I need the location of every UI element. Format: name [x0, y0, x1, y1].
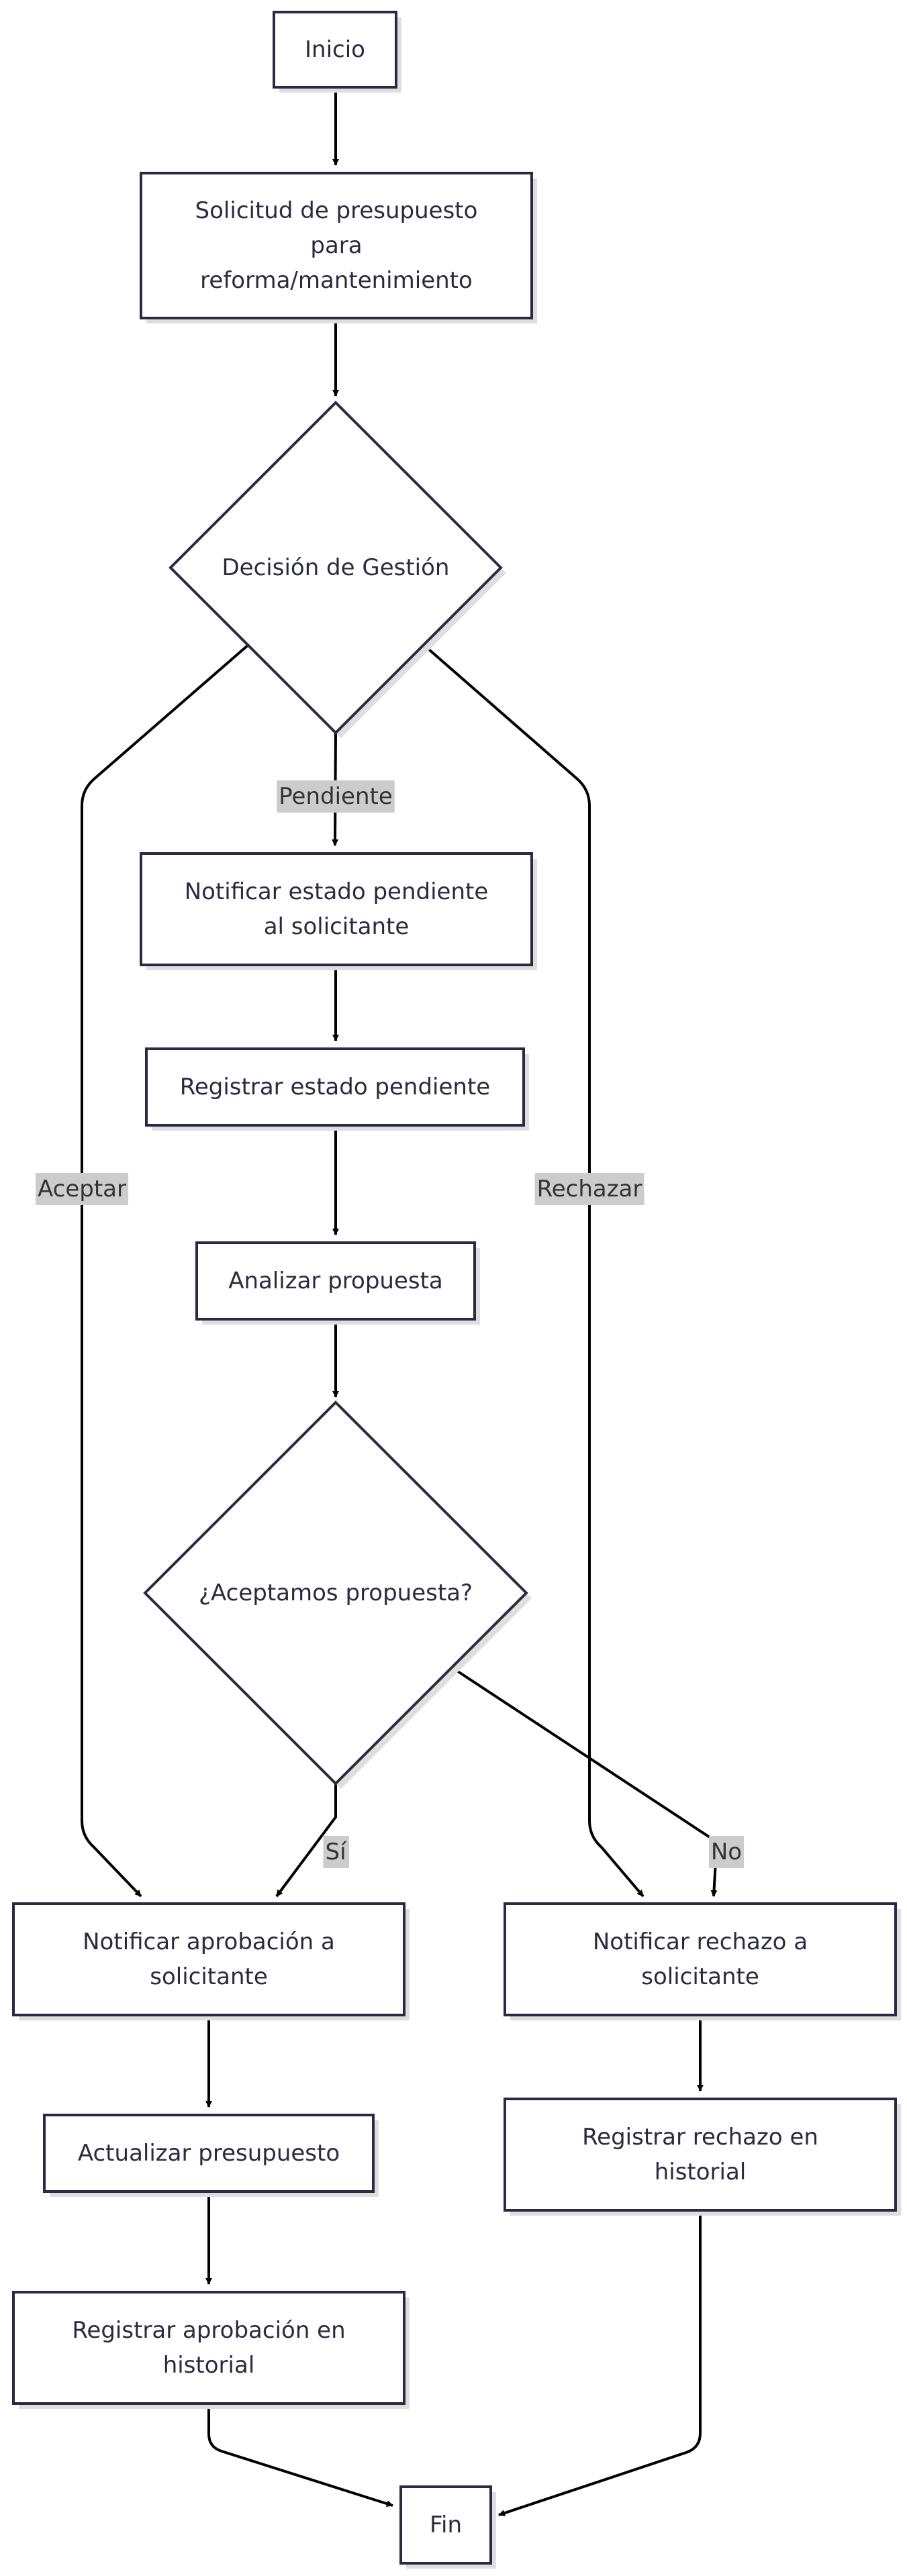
- node-notificar-aprobacion: Notificar aprobación a solicitante: [12, 1902, 410, 2020]
- edge-label-aceptar: Aceptar: [36, 1173, 129, 1205]
- edge-label-background: [277, 780, 395, 813]
- node-decision: Decisión de Gestión: [169, 401, 506, 738]
- node-label-line: reforma/mantenimiento: [200, 267, 473, 294]
- node-label-line: Registrar rechazo en: [582, 2124, 818, 2151]
- node-label-line: ¿Aceptamos propuesta?: [199, 1580, 473, 1606]
- process-box: [504, 2098, 897, 2212]
- node-label-line: Notificar estado pendiente: [185, 878, 489, 905]
- edge-label-si: Sí: [323, 1836, 350, 1868]
- node-label-line: Registrar estado pendiente: [180, 1074, 490, 1100]
- edge-label-text: No: [711, 1839, 742, 1865]
- edge-label-background: [36, 1173, 129, 1205]
- node-label-line: solicitante: [641, 1963, 759, 1990]
- process-box: [195, 1241, 476, 1321]
- node-registrar-aprobacion: Registrar aprobación en historial: [12, 2291, 410, 2409]
- node-label-line: Inicio: [305, 36, 365, 63]
- edge-rapro-fin: [207, 2404, 393, 2508]
- edge-decision-aceptar: [81, 643, 250, 1898]
- node-label-line: Fin: [430, 2512, 462, 2538]
- node-label-line: historial: [163, 2352, 255, 2379]
- node-label-line: Notificar aprobación a: [83, 1928, 335, 1955]
- process-box: [12, 2291, 405, 2405]
- node-registrar-rechazo: Registrar rechazo en historial: [504, 2098, 901, 2216]
- node-label-line: Analizar propuesta: [228, 1268, 443, 1294]
- process-box: [145, 1047, 525, 1127]
- process-box: [504, 1902, 897, 2016]
- node-label-line: historial: [655, 2159, 747, 2185]
- decision-diamond: [169, 401, 503, 735]
- node-label-line: Registrar aprobación en: [72, 2317, 345, 2344]
- edge-label-rechazar: Rechazar: [534, 1173, 645, 1205]
- edge-label-text: Sí: [325, 1839, 347, 1865]
- node-solicitud: Solicitud de presupuesto para reforma/mant…: [140, 172, 537, 323]
- node-actualizar: Actualizar presupuesto: [43, 2114, 379, 2197]
- process-box: [399, 2485, 492, 2565]
- edge-rrech-fin: [498, 2210, 702, 2516]
- node-label-line: al solicitante: [264, 913, 410, 940]
- node-label-line: para: [310, 232, 362, 259]
- node-inicio: Inicio: [273, 11, 401, 93]
- edge-label-pendiente: Pendiente: [277, 780, 395, 813]
- node-registrar-pendiente: Registrar estado pendiente: [145, 1047, 529, 1131]
- edge-label-background: [323, 1836, 350, 1868]
- edge-label-background: [534, 1173, 645, 1205]
- edge-label-no: No: [708, 1836, 745, 1868]
- process-box: [43, 2114, 375, 2193]
- node-label-line: Decisión de Gestión: [222, 554, 450, 581]
- node-label-line: Notificar rechazo a: [593, 1928, 808, 1955]
- decision-diamond: [143, 1400, 528, 1786]
- edge-decision-rechazar: [422, 643, 645, 1898]
- node-analizar: Analizar propuesta: [195, 1241, 480, 1325]
- node-label-line: solicitante: [150, 1963, 268, 1990]
- node-aceptamos: ¿Aceptamos propuesta?: [143, 1400, 532, 1789]
- process-box: [273, 11, 397, 89]
- edge-label-text: Aceptar: [38, 1176, 126, 1202]
- process-box: [140, 172, 533, 319]
- edge-aceptamos-si: [275, 1784, 337, 1898]
- node-label-line: Actualizar presupuesto: [78, 2140, 340, 2167]
- process-box: [140, 852, 533, 966]
- node-notificar-pendiente: Notificar estado pendiente al solicitante: [140, 852, 537, 970]
- node-fin: Fin: [399, 2485, 496, 2569]
- edge-label-text: Pendiente: [279, 783, 393, 810]
- edge-label-text: Rechazar: [537, 1176, 642, 1202]
- edge-label-background: [708, 1836, 745, 1868]
- node-label-line: Solicitud de presupuesto: [195, 197, 478, 224]
- edge-aceptamos-no: [450, 1666, 719, 1897]
- process-box: [12, 1902, 405, 2016]
- node-notificar-rechazo: Notificar rechazo a solicitante: [504, 1902, 901, 2020]
